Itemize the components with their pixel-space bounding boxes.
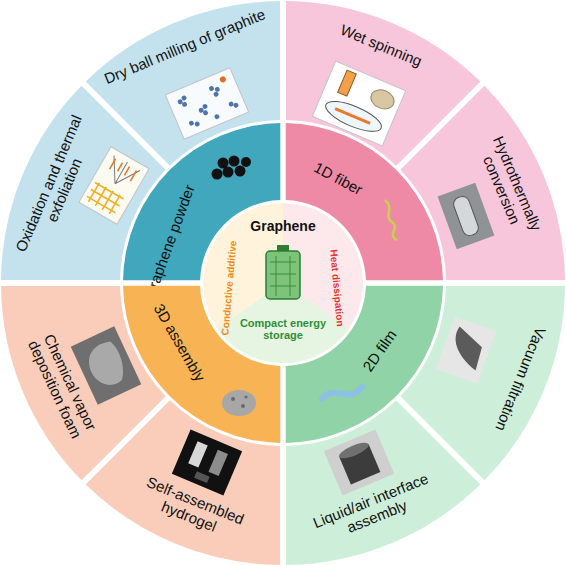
exfoliation-lines [102,155,140,192]
vial [188,441,208,467]
ring-sector [286,123,443,280]
form-quadrant: 3D assembly [123,283,283,443]
cvd-foam-illustration [71,326,142,404]
method-segment: Liquid/air interface assembly [283,398,483,565]
milling-ball [219,75,227,83]
node-shape-group [203,203,363,363]
photo [436,316,496,384]
node-outline [123,123,283,284]
coagulation-bath [322,95,385,137]
method-segment: Dry ball milling of graphite [83,1,283,168]
photo [172,429,242,495]
ring-sector [286,400,480,565]
ring-sector [400,86,565,280]
battery-icon [266,245,300,299]
photo [438,183,495,249]
node-shape-group [1,286,166,480]
node-outline [283,398,483,565]
node-shape-group [123,286,280,443]
liquid-air-illustration [324,429,394,495]
node-shape-group [286,400,480,565]
oxidation-illustration [79,147,149,224]
film-top [337,440,370,462]
wet-spinning-illustration [312,61,405,146]
node-shape-group [286,286,443,443]
foam-icon [222,390,256,416]
fiber-spool [368,86,397,112]
hydrothermal-illustration [438,183,495,249]
node-outline [1,283,168,483]
node-shape-group [286,123,443,280]
center-heading: Graphene [233,219,333,235]
graphene-film [447,326,488,370]
film-icon [322,387,362,399]
ring-sector [123,286,280,443]
panel [165,68,248,140]
milling-particles [176,77,240,130]
graphene-powder-spheres [212,156,252,180]
panel [79,147,149,224]
hydrogel-illustration [172,429,242,495]
center-disc [203,203,363,363]
spun-fiber [335,109,370,124]
graphite-lattice [85,181,125,217]
vacuum-filtration-illustration [436,316,496,384]
photo [71,326,142,404]
method-segment: Chemical vapor deposition foam [1,283,168,483]
node-outline [283,123,443,283]
ring-sector [1,286,166,480]
center-tint [217,283,348,363]
form-quadrant: Graphene powder [123,123,283,284]
ball-milling-illustration [165,68,248,140]
glass-pipe [452,194,481,237]
ring-sector [123,123,280,280]
form-quadrant: 2D film [283,283,443,443]
method-segment: Hydrothermally conversion [398,83,565,283]
node-shape-group [400,86,565,280]
center-circle: GrapheneConductive additiveHeat dissipat… [203,203,363,363]
ring-sector [286,286,443,443]
photo [324,429,394,495]
fiber-icon [385,200,397,240]
film-stack [339,444,380,484]
graphene-foam [82,339,130,391]
node-outline [123,283,283,443]
application-label: Compact energy storage [235,317,331,342]
vial [208,450,228,476]
node-shape-group [123,123,280,280]
form-quadrant: 1D fiber [283,123,443,283]
graphene-sheets [110,159,137,181]
hydrogel-piece [194,471,210,483]
panel [312,61,405,146]
node-outline [398,83,565,283]
syringe [338,70,357,96]
